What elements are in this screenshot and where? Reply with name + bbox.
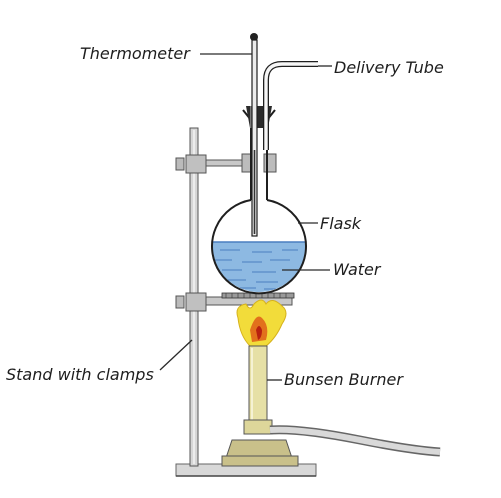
label-flask: Flask	[320, 214, 362, 233]
delivery-tube	[263, 61, 318, 150]
label-stand: Stand with clamps	[6, 365, 154, 384]
flame-icon	[236, 299, 287, 347]
thermometer-icon	[250, 33, 258, 237]
label-water: Water	[333, 260, 382, 279]
label-delivery-tube: Delivery Tube	[334, 58, 444, 77]
upper-clamp	[175, 153, 277, 174]
lower-clamp	[175, 292, 293, 312]
round-bottom-flask-icon	[211, 109, 307, 295]
leader-lines	[159, 53, 332, 381]
bunsen-burner-icon	[221, 345, 299, 467]
label-thermometer: Thermometer	[80, 44, 191, 63]
leader-stand	[159, 339, 193, 371]
labels: Thermometer Delivery Tube Flask Water St…	[6, 44, 444, 389]
gas-rubber-tube	[269, 425, 441, 457]
label-bunsen-burner: Bunsen Burner	[284, 370, 404, 389]
